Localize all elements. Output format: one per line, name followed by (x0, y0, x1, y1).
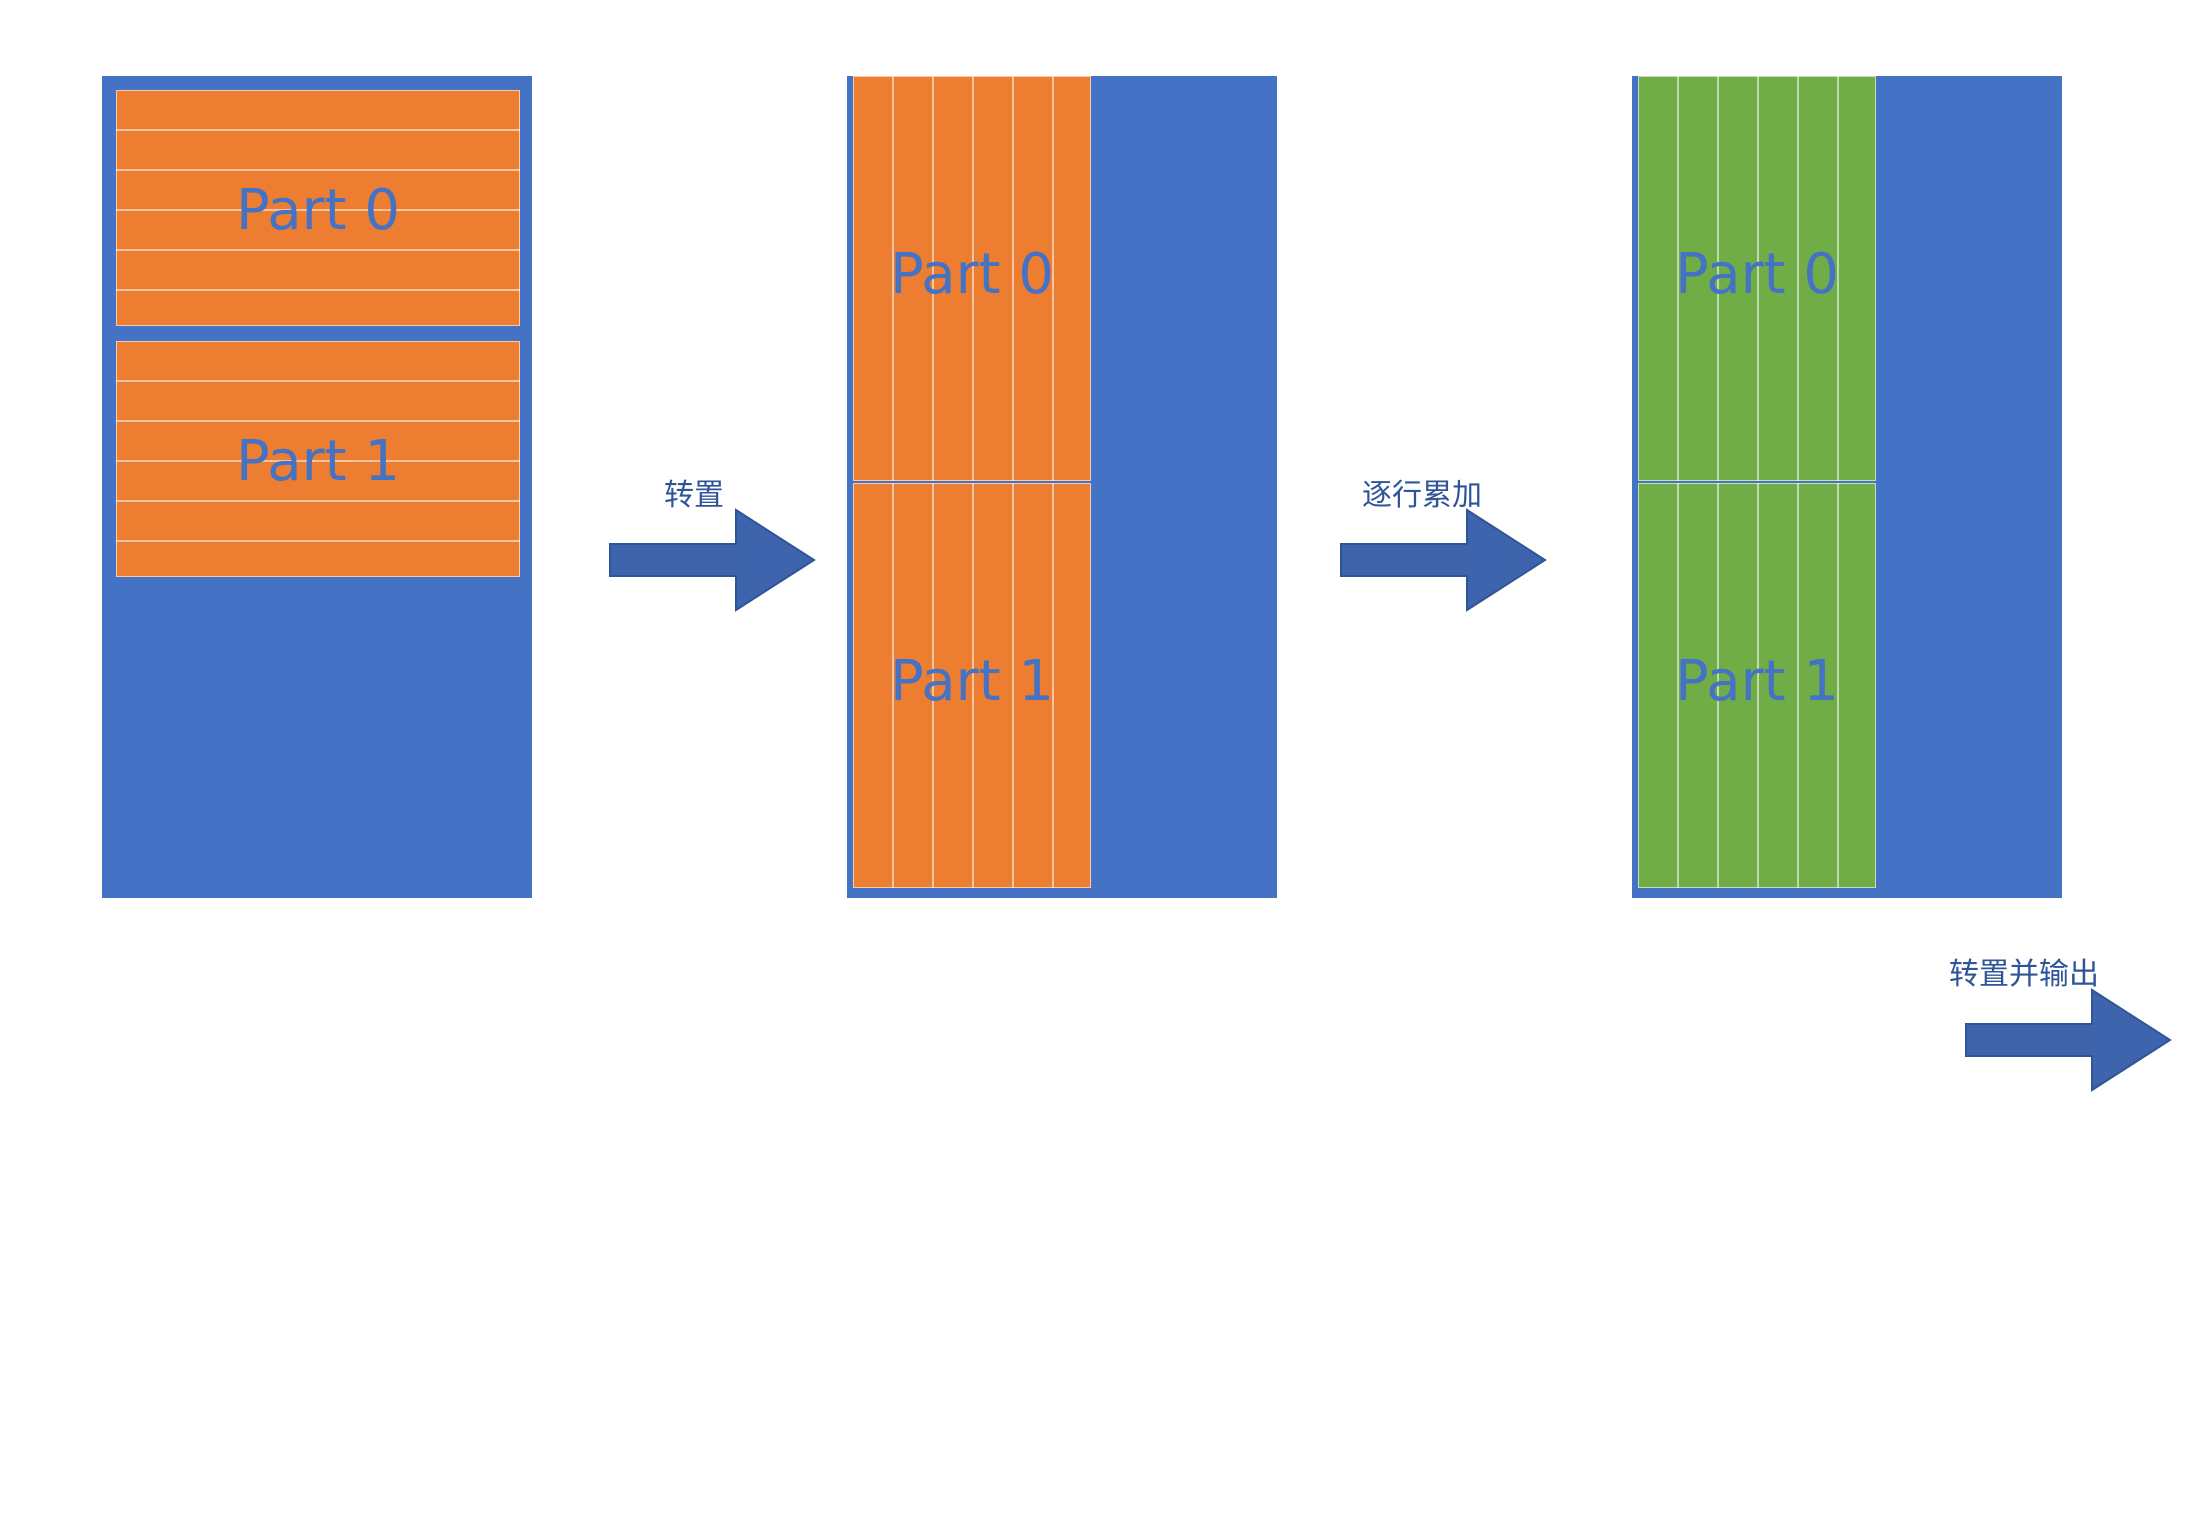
transposed-part-0-block: Part 0 (853, 76, 1091, 481)
accumulated-part-1-label: Part 1 (1675, 649, 1839, 714)
stage-transposed-container: Part 0 Part 1 (847, 76, 1277, 898)
arrow-2-label: 逐行累加 (1362, 478, 1482, 513)
stage-input-container: Part 0 Part 1 (102, 76, 532, 898)
transposed-part-0-label: Part 0 (890, 242, 1054, 307)
arrow-right-icon (609, 508, 816, 612)
input-part-0-block: Part 0 (116, 90, 520, 326)
arrow-1-label: 转置 (664, 478, 724, 513)
transposed-part-1-label: Part 1 (890, 649, 1054, 714)
input-part-1-block: Part 1 (116, 341, 520, 577)
input-part-1-label: Part 1 (236, 429, 400, 494)
arrow-3-label: 转置并输出 (1949, 957, 2099, 992)
input-part-0-label: Part 0 (236, 178, 400, 243)
stage-accumulated-container: Part 0 Part 1 (1632, 76, 2062, 898)
arrow-right-icon (1340, 508, 1547, 612)
accumulated-part-0-block: Part 0 (1638, 76, 1876, 481)
accumulated-part-0-label: Part 0 (1675, 242, 1839, 307)
transposed-part-1-block: Part 1 (853, 483, 1091, 888)
arrow-right-icon (1965, 988, 2172, 1092)
accumulated-part-1-block: Part 1 (1638, 483, 1876, 888)
